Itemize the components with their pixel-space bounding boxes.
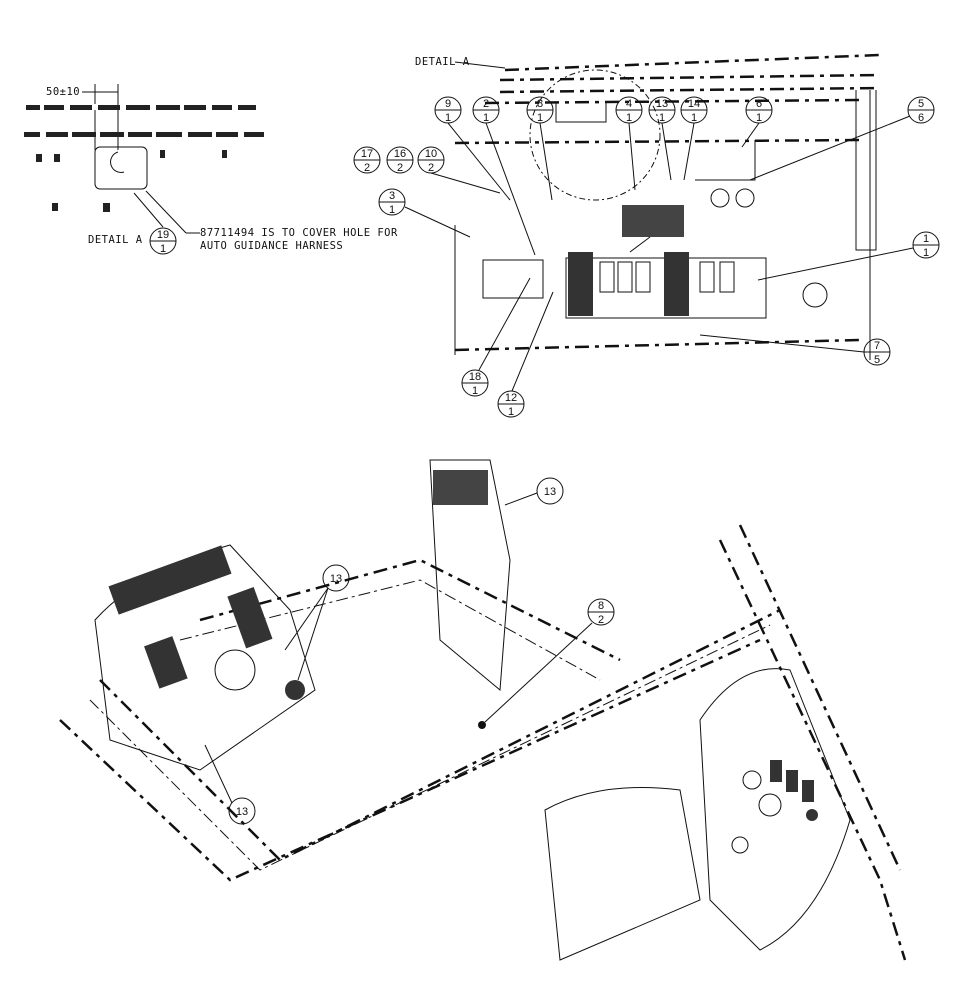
svg-text:1: 1 [923,233,929,245]
relay-block [482,259,544,299]
dimension-label: 50±10 [46,86,80,98]
cover-plug [94,146,148,190]
top-view-leaders [404,115,914,392]
svg-text:19: 19 [157,229,169,241]
svg-text:1: 1 [508,406,514,418]
callout-14: 141 [680,96,708,124]
svg-text:8: 8 [537,98,543,110]
svg-text:1: 1 [160,243,166,255]
callout-8: 82 [587,598,615,626]
callout-1: 11 [912,231,940,259]
callout-12: 121 [497,390,525,418]
callout-17: 172 [353,146,381,174]
svg-text:13: 13 [236,806,248,818]
callout-13: 13 [228,797,256,825]
harness-dash-rows [24,105,264,137]
detail-a-reference: DETAIL A [415,56,470,68]
callout-13: 13 [322,564,350,592]
note-line-1: 87711494 IS TO COVER HOLE FOR [200,227,398,239]
svg-text:1: 1 [691,112,697,124]
svg-text:13: 13 [330,573,342,585]
detail-a-inset: 50±10 DETAIL A 87711494 IS TO COVER HOLE… [24,84,398,255]
svg-text:1: 1 [472,385,478,397]
callout-3: 31 [378,188,406,216]
svg-text:12: 12 [505,392,517,404]
callout-2: 21 [472,96,500,124]
svg-text:4: 4 [626,98,632,110]
callout-13: 13 [536,477,564,505]
callout-8: 81 [526,96,554,124]
note-line-2: AUTO GUIDANCE HARNESS [200,240,343,252]
svg-text:1: 1 [389,204,395,216]
svg-text:1: 1 [483,112,489,124]
svg-text:1: 1 [923,247,929,259]
svg-text:1: 1 [445,112,451,124]
callout-13: 131 [648,96,676,124]
svg-text:6: 6 [756,98,762,110]
svg-text:6: 6 [918,112,924,124]
svg-text:18: 18 [469,371,481,383]
callout-5: 56 [907,96,935,124]
detail-caption: DETAIL A [88,234,143,246]
isometric-cab-view [59,459,907,961]
svg-text:3: 3 [389,190,395,202]
callout-4: 41 [615,96,643,124]
svg-text:1: 1 [626,112,632,124]
svg-text:14: 14 [688,98,700,110]
svg-text:2: 2 [483,98,489,110]
callout-7: 75 [863,338,891,366]
svg-text:2: 2 [428,162,434,174]
svg-text:17: 17 [361,148,373,160]
svg-text:1: 1 [756,112,762,124]
svg-text:5: 5 [874,354,880,366]
svg-text:7: 7 [874,340,880,352]
callout-18: 181 [461,369,489,397]
svg-text:13: 13 [544,486,556,498]
svg-text:2: 2 [364,162,370,174]
callout-6: 61 [745,96,773,124]
svg-text:5: 5 [918,98,924,110]
top-view-assembly: DETAIL A [415,53,881,360]
svg-text:10: 10 [425,148,437,160]
callout-balloons: 9121814113114161561721621023111751811211… [228,96,940,825]
svg-text:8: 8 [598,600,604,612]
svg-text:13: 13 [656,98,668,110]
svg-text:1: 1 [537,112,543,124]
svg-text:9: 9 [445,98,451,110]
iso-leaders [204,492,593,804]
svg-text:16: 16 [394,148,406,160]
svg-text:2: 2 [397,162,403,174]
callout-16: 162 [386,146,414,174]
control-module [622,205,684,237]
callout-19: 19 1 [149,227,177,255]
callout-9: 91 [434,96,462,124]
svg-text:1: 1 [659,112,665,124]
callout-10: 102 [417,146,445,174]
svg-text:2: 2 [598,614,604,626]
